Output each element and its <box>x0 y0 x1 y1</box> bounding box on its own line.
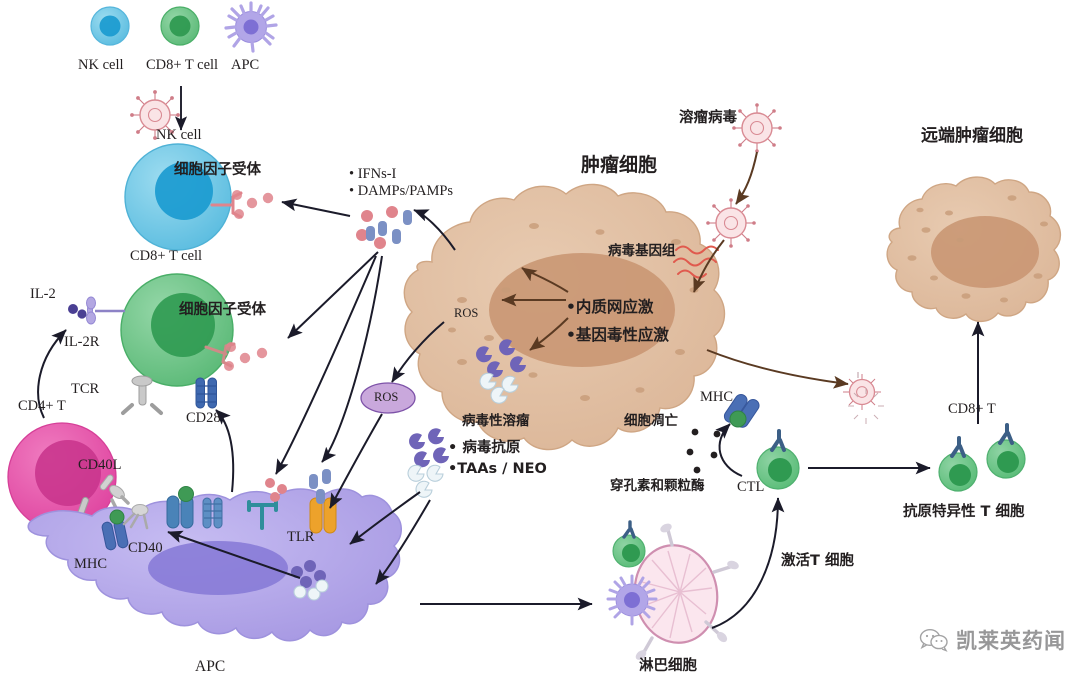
il2r-receptor-icon <box>86 296 125 325</box>
arrow-activate-t-cell <box>711 497 785 629</box>
arrow-apc-processing <box>167 530 301 579</box>
ctl-cell <box>756 429 800 490</box>
arrow-cytokines-to-cd8 <box>287 251 379 339</box>
apc-cytokine-receptor-icon <box>247 500 278 530</box>
cd40l-receptor-icon <box>99 474 130 510</box>
wechat-logo-icon <box>919 628 948 652</box>
arrow-tumor-to-progeny-virus <box>706 349 849 389</box>
cytokines-to-apc-blue <box>309 469 331 504</box>
ros-oval-outside-tumor <box>360 382 416 414</box>
arrow-group <box>37 198 985 629</box>
antigen-specific-t-cell-2 <box>986 423 1026 479</box>
arrow-cytokines-to-apc-1 <box>275 255 377 475</box>
cd4-t-cell <box>7 422 117 532</box>
nk-cell-large <box>124 143 232 251</box>
released-antigen-blobs <box>407 428 449 498</box>
legend-nk-cell-icon <box>90 6 130 46</box>
arrow-cytokines-to-nk <box>281 198 351 217</box>
cd8-t-cell-large <box>120 273 234 387</box>
arrow-antigen-to-apc <box>375 499 431 585</box>
watermark: 凯莱英药闻 <box>919 625 1066 655</box>
cd8-cytokine-dots <box>224 342 268 371</box>
virus-particle-entering-tumor-icon <box>706 198 756 248</box>
lymph-node-t-cell <box>612 520 646 568</box>
arrow-cytokines-to-apc-2 <box>321 255 383 463</box>
cytokine-cluster-hub <box>356 206 412 249</box>
cd28-receptor-icon <box>195 377 217 409</box>
arrow-stress-to-antigens <box>529 317 569 351</box>
oncolytic-virus-source-icon <box>732 103 782 153</box>
apc-mhc-receptor-icon <box>101 509 129 551</box>
nk-cytokine-dots <box>232 190 274 219</box>
arrow-virus-to-tumor <box>735 151 758 205</box>
apc-internalized-antigens <box>291 560 329 601</box>
lymph-node-apc-cell <box>606 574 658 626</box>
tumor-antigen-blobs-inside <box>476 339 526 404</box>
arrow-apc-to-cd8 <box>215 409 235 493</box>
arrow-ros-release <box>391 321 445 383</box>
apc-mhc2-receptor-icon <box>166 486 194 529</box>
watermark-text: 凯莱英药闻 <box>956 629 1066 653</box>
il2-molecule-dots <box>68 304 87 319</box>
distal-tumor-cell <box>886 176 1061 323</box>
arrow-group-intracellular <box>501 151 849 389</box>
arrow-virus-to-nucleus <box>693 239 725 293</box>
cytokines-to-apc-pink <box>265 478 287 502</box>
arrow-perforin-to-tumor <box>715 423 743 477</box>
apc-coreceptor-pair-icon <box>202 497 223 529</box>
apc-cd40-receptor-icon <box>122 504 149 530</box>
antigen-specific-t-cell-1 <box>938 436 978 492</box>
tumor-mhc-receptor-icon <box>723 394 760 428</box>
legend-cd8-t-cell-icon <box>160 6 200 46</box>
arrow-tumor-to-cytokines <box>413 209 456 251</box>
virus-particle-top-left-icon <box>130 90 180 140</box>
legend-apc-cell-icon <box>224 1 278 53</box>
virus-particle-progeny-icon <box>843 374 881 410</box>
tumor-cell-primary <box>403 183 726 451</box>
arrow-ros-to-apc <box>329 413 383 509</box>
tcr-receptor-icon <box>121 375 163 415</box>
virus-particle-near-ctl-icon <box>848 372 884 424</box>
arrow-cd4-to-il2 <box>37 329 67 419</box>
arrow-antigen-to-tlr <box>349 491 421 545</box>
perforin-granzyme-granules <box>686 428 721 474</box>
arrow-stress-to-cytokines <box>521 267 569 293</box>
